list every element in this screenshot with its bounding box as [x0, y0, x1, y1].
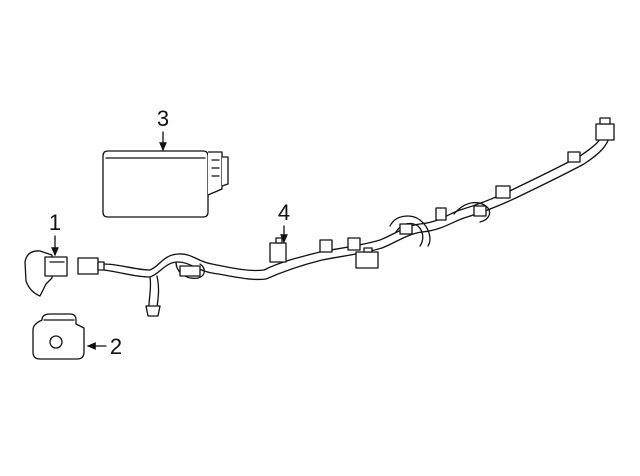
callout-4: 4 [278, 200, 290, 244]
module-part-3 [102, 150, 229, 218]
callout-label-2: 2 [110, 334, 122, 359]
callout-label-4: 4 [278, 200, 290, 225]
sensor-part-1 [24, 250, 68, 297]
bezel-part-2 [32, 313, 85, 360]
wiring-harness-part-4 [77, 117, 615, 317]
callout-label-3: 3 [157, 106, 169, 131]
callout-3: 3 [157, 106, 169, 152]
callout-label-1: 1 [49, 210, 61, 235]
callout-2: 2 [86, 334, 122, 359]
callout-1: 1 [49, 210, 61, 257]
